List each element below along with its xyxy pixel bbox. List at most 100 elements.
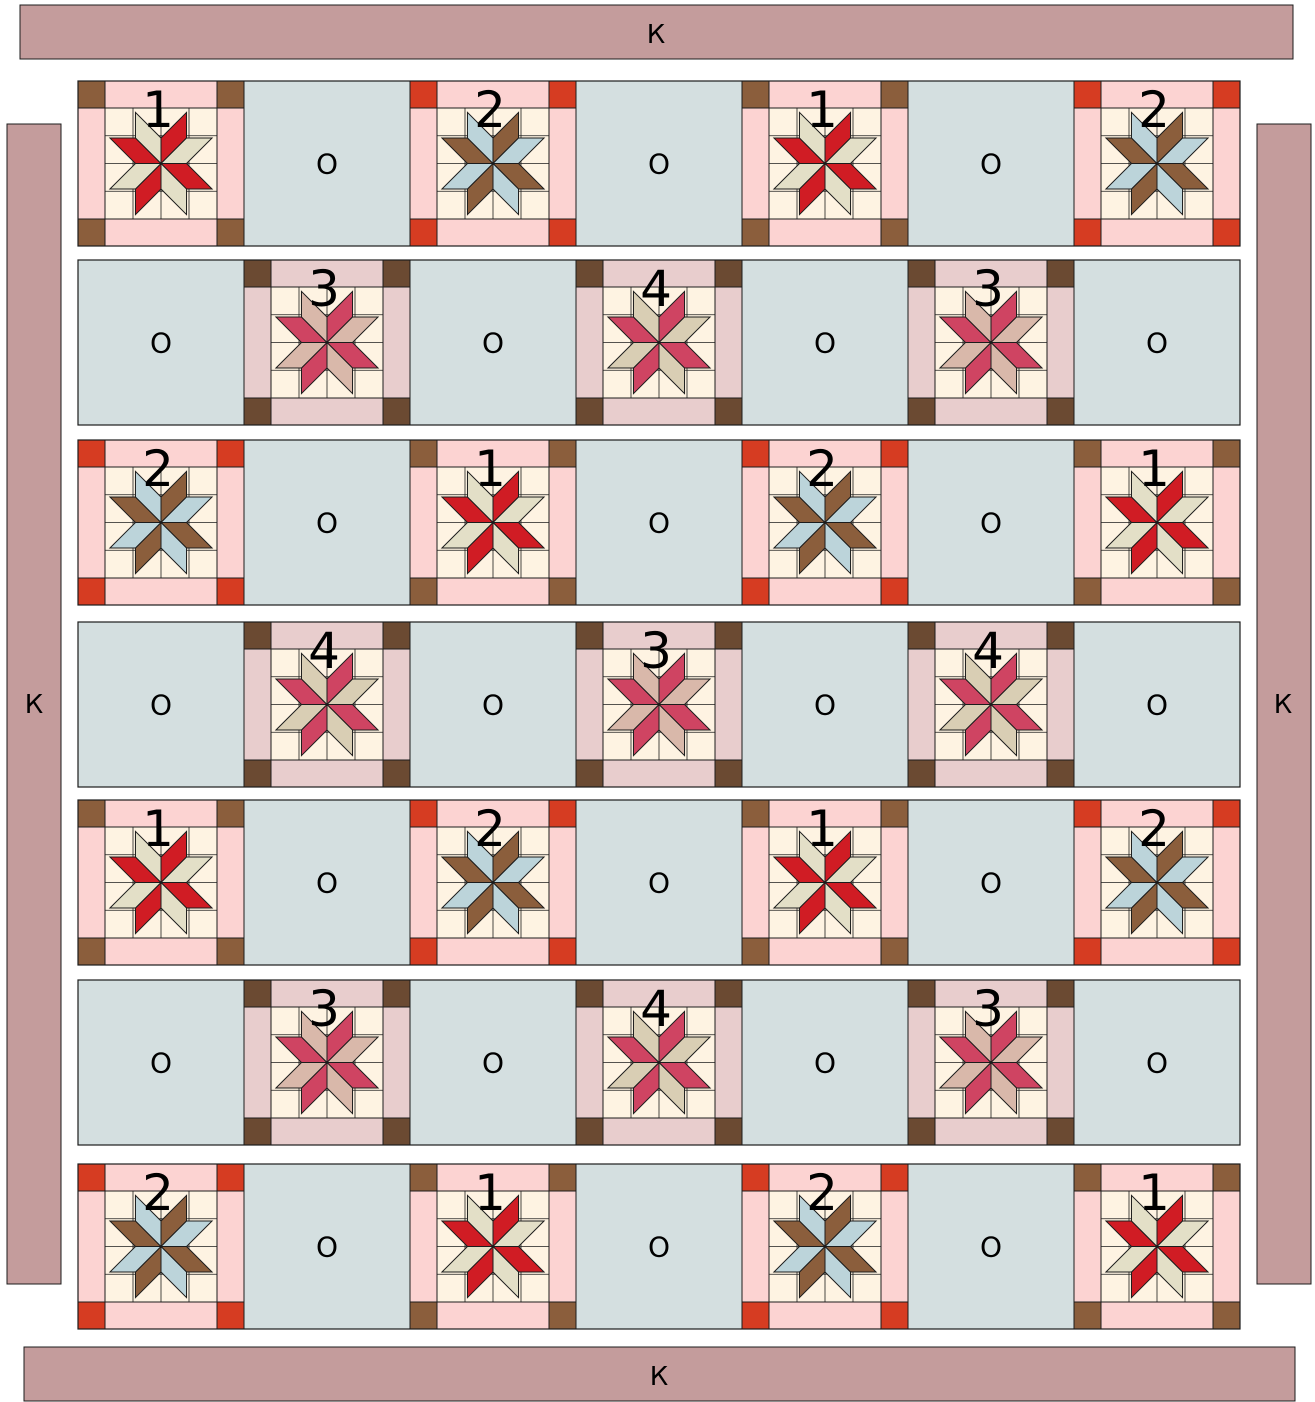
block-corner-square (410, 81, 437, 108)
quilt-row: 1О2О1О2 (78, 800, 1240, 965)
quilt-row: 2О1О2О1 (78, 1164, 1240, 1329)
filler-square: О (244, 800, 410, 965)
border-right-label: К (1274, 690, 1292, 720)
star-block: 2 (1074, 800, 1240, 965)
block-number: 3 (308, 980, 340, 1038)
block-corner-square (410, 578, 437, 605)
block-corner-square (410, 1164, 437, 1191)
block-corner-square (410, 800, 437, 827)
star-block: 1 (742, 81, 908, 246)
block-corner-square (1213, 440, 1240, 467)
filler-label: О (150, 689, 172, 722)
block-corner-square (410, 1302, 437, 1329)
block-corner-square (576, 398, 603, 425)
star-block: 4 (908, 622, 1074, 787)
block-corner-square (549, 578, 576, 605)
block-corner-square (1213, 578, 1240, 605)
filler-square: О (908, 1164, 1074, 1329)
border-left-label: К (25, 690, 43, 720)
star-block: 1 (1074, 1164, 1240, 1329)
filler-square: О (576, 800, 742, 965)
block-number: 2 (474, 81, 506, 139)
filler-square: О (78, 622, 244, 787)
star-block: 2 (410, 81, 576, 246)
filler-label: О (814, 689, 836, 722)
block-corner-square (742, 1302, 769, 1329)
block-corner-square (410, 440, 437, 467)
filler-label: О (316, 867, 338, 900)
filler-label: О (316, 1231, 338, 1264)
filler-label: О (316, 507, 338, 540)
filler-label: О (980, 867, 1002, 900)
block-corner-square (383, 1118, 410, 1145)
block-corner-square (1074, 578, 1101, 605)
block-corner-square (78, 1302, 105, 1329)
block-corner-square (217, 440, 244, 467)
block-corner-square (217, 938, 244, 965)
quilt-row: О4О3О4О (78, 622, 1240, 787)
block-corner-square (1047, 760, 1074, 787)
filler-label: О (1146, 689, 1168, 722)
block-corner-square (1074, 938, 1101, 965)
block-corner-square (742, 440, 769, 467)
block-number: 1 (142, 800, 174, 858)
star-block: 4 (244, 622, 410, 787)
filler-label: О (980, 1231, 1002, 1264)
block-corner-square (244, 260, 271, 287)
block-corner-square (881, 1302, 908, 1329)
block-corner-square (549, 81, 576, 108)
block-number: 2 (1138, 800, 1170, 858)
block-corner-square (742, 81, 769, 108)
filler-square: О (244, 81, 410, 246)
block-corner-square (1047, 622, 1074, 649)
filler-label: О (814, 327, 836, 360)
block-number: 4 (308, 622, 340, 680)
block-corner-square (1074, 440, 1101, 467)
filler-label: О (482, 1047, 504, 1080)
star-block: 1 (742, 800, 908, 965)
filler-label: О (980, 507, 1002, 540)
block-corner-square (715, 622, 742, 649)
filler-square: О (244, 1164, 410, 1329)
star-block: 2 (742, 440, 908, 605)
block-corner-square (1213, 800, 1240, 827)
block-corner-square (715, 1118, 742, 1145)
block-corner-square (244, 760, 271, 787)
filler-square: О (410, 260, 576, 425)
block-corner-square (576, 260, 603, 287)
block-corner-square (217, 219, 244, 246)
block-corner-square (1074, 219, 1101, 246)
block-number: 1 (1138, 440, 1170, 498)
block-corner-square (549, 219, 576, 246)
border-bottom-label: К (650, 1362, 668, 1392)
block-number: 4 (640, 260, 672, 318)
block-corner-square (1213, 219, 1240, 246)
block-corner-square (383, 398, 410, 425)
star-block: 2 (410, 800, 576, 965)
block-number: 1 (142, 81, 174, 139)
star-block: 3 (576, 622, 742, 787)
filler-square: О (742, 980, 908, 1145)
block-corner-square (715, 980, 742, 1007)
block-corner-square (217, 800, 244, 827)
star-block: 3 (908, 260, 1074, 425)
block-corner-square (881, 938, 908, 965)
block-corner-square (78, 800, 105, 827)
block-corner-square (908, 622, 935, 649)
block-corner-square (244, 398, 271, 425)
block-number: 2 (142, 440, 174, 498)
block-number: 1 (474, 440, 506, 498)
filler-square: О (576, 440, 742, 605)
filler-square: О (908, 440, 1074, 605)
block-corner-square (881, 578, 908, 605)
star-block: 1 (78, 81, 244, 246)
border-top: К (20, 5, 1293, 59)
star-block: 2 (742, 1164, 908, 1329)
block-corner-square (217, 578, 244, 605)
block-corner-square (576, 1118, 603, 1145)
block-corner-square (383, 980, 410, 1007)
block-corner-square (217, 1302, 244, 1329)
quilt-rows: 1О2О1О2О3О4О3О2О1О2О1О4О3О4О1О2О1О2О3О4О… (78, 81, 1240, 1329)
quilt-row: 1О2О1О2 (78, 81, 1240, 246)
